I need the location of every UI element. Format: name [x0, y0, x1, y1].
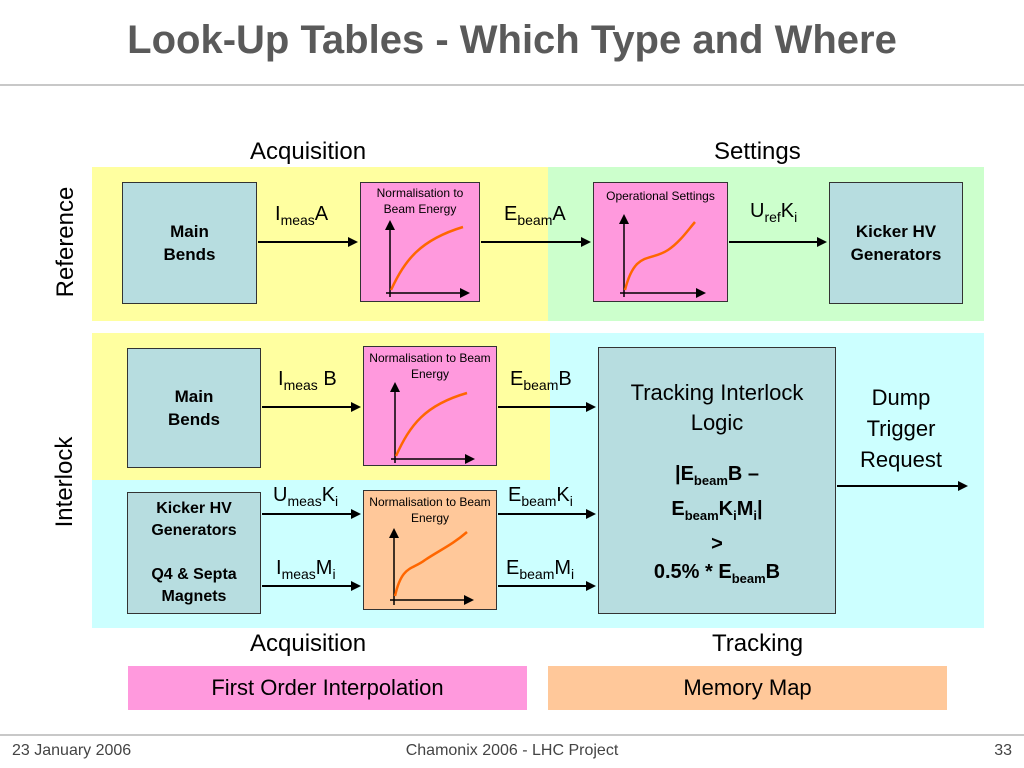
footer-divider [0, 734, 1024, 736]
footer-title: Chamonix 2006 - LHC Project [405, 742, 619, 759]
signal-ebeam-a: EbeamA [504, 203, 566, 228]
lut-normalisation-b-graph [390, 382, 475, 464]
lut-normalisation-title: Normalisation to Beam Energy [376, 186, 464, 216]
lut-memory-map-graph [389, 528, 474, 605]
column-label-acquisition: Acquisition [250, 138, 367, 165]
kicker-q4-septa-box: Kicker HV Generators Q4 & Septa Magnets [127, 492, 261, 614]
title-divider [0, 84, 1024, 86]
kicker-hv-generators-box: Kicker HV Generators [829, 182, 963, 304]
main-bends-box: Main Bends [122, 182, 257, 304]
lut-normalisation-b-title: Normalisation to Beam Energy [369, 351, 491, 381]
lut-operational-settings-title: Operational Settings [606, 189, 715, 203]
lut-normalisation-b-box [363, 346, 497, 466]
signal-imeas-a: ImeasA [275, 203, 329, 228]
lut-operational-settings-graph [619, 214, 706, 298]
signal-imeas-b: Imeas B [278, 368, 337, 393]
tracking-interlock-logic-title: Tracking Interlock Logic [630, 380, 804, 435]
footer-date: 23 January 2006 [12, 742, 132, 759]
tracking-formula: |EbeamB – EbeamKiMi| > 0.5% * EbeamB [653, 463, 781, 586]
column-label-acquisition-bottom: Acquisition [250, 630, 367, 657]
tracking-interlock-logic-box: Tracking Interlock Logic |EbeamB – Ebeam… [598, 347, 836, 614]
lut-normalisation-box [360, 182, 480, 302]
legend-memory-map: Memory Map [548, 666, 947, 710]
signal-ebeam-ki: EbeamKi [508, 484, 573, 509]
lut-normalisation-graph [385, 220, 470, 298]
column-label-tracking: Tracking [712, 630, 804, 657]
signal-imeas-mi: ImeasMi [276, 557, 336, 582]
signal-uref-ki: UrefKi [750, 200, 798, 225]
signal-ebeam-mi: EbeamMi [506, 557, 575, 582]
page-title: Look-Up Tables - Which Type and Where [127, 18, 897, 62]
lut-normalisation-memory-title: Normalisation to Beam Energy [369, 495, 491, 525]
dump-trigger-request-label: Dump Trigger Request [860, 385, 942, 472]
signal-ebeam-b: EbeamB [510, 368, 572, 393]
lut-operational-settings-box [593, 182, 728, 302]
legend-first-order-interpolation: First Order Interpolation [128, 666, 527, 710]
lut-normalisation-memory-box [363, 490, 497, 610]
footer-page-number: 33 [994, 742, 1012, 759]
column-label-settings: Settings [714, 138, 801, 165]
signal-umeas-ki: UmeasKi [273, 484, 339, 509]
interlock-main-bends-box: Main Bends [127, 348, 261, 468]
